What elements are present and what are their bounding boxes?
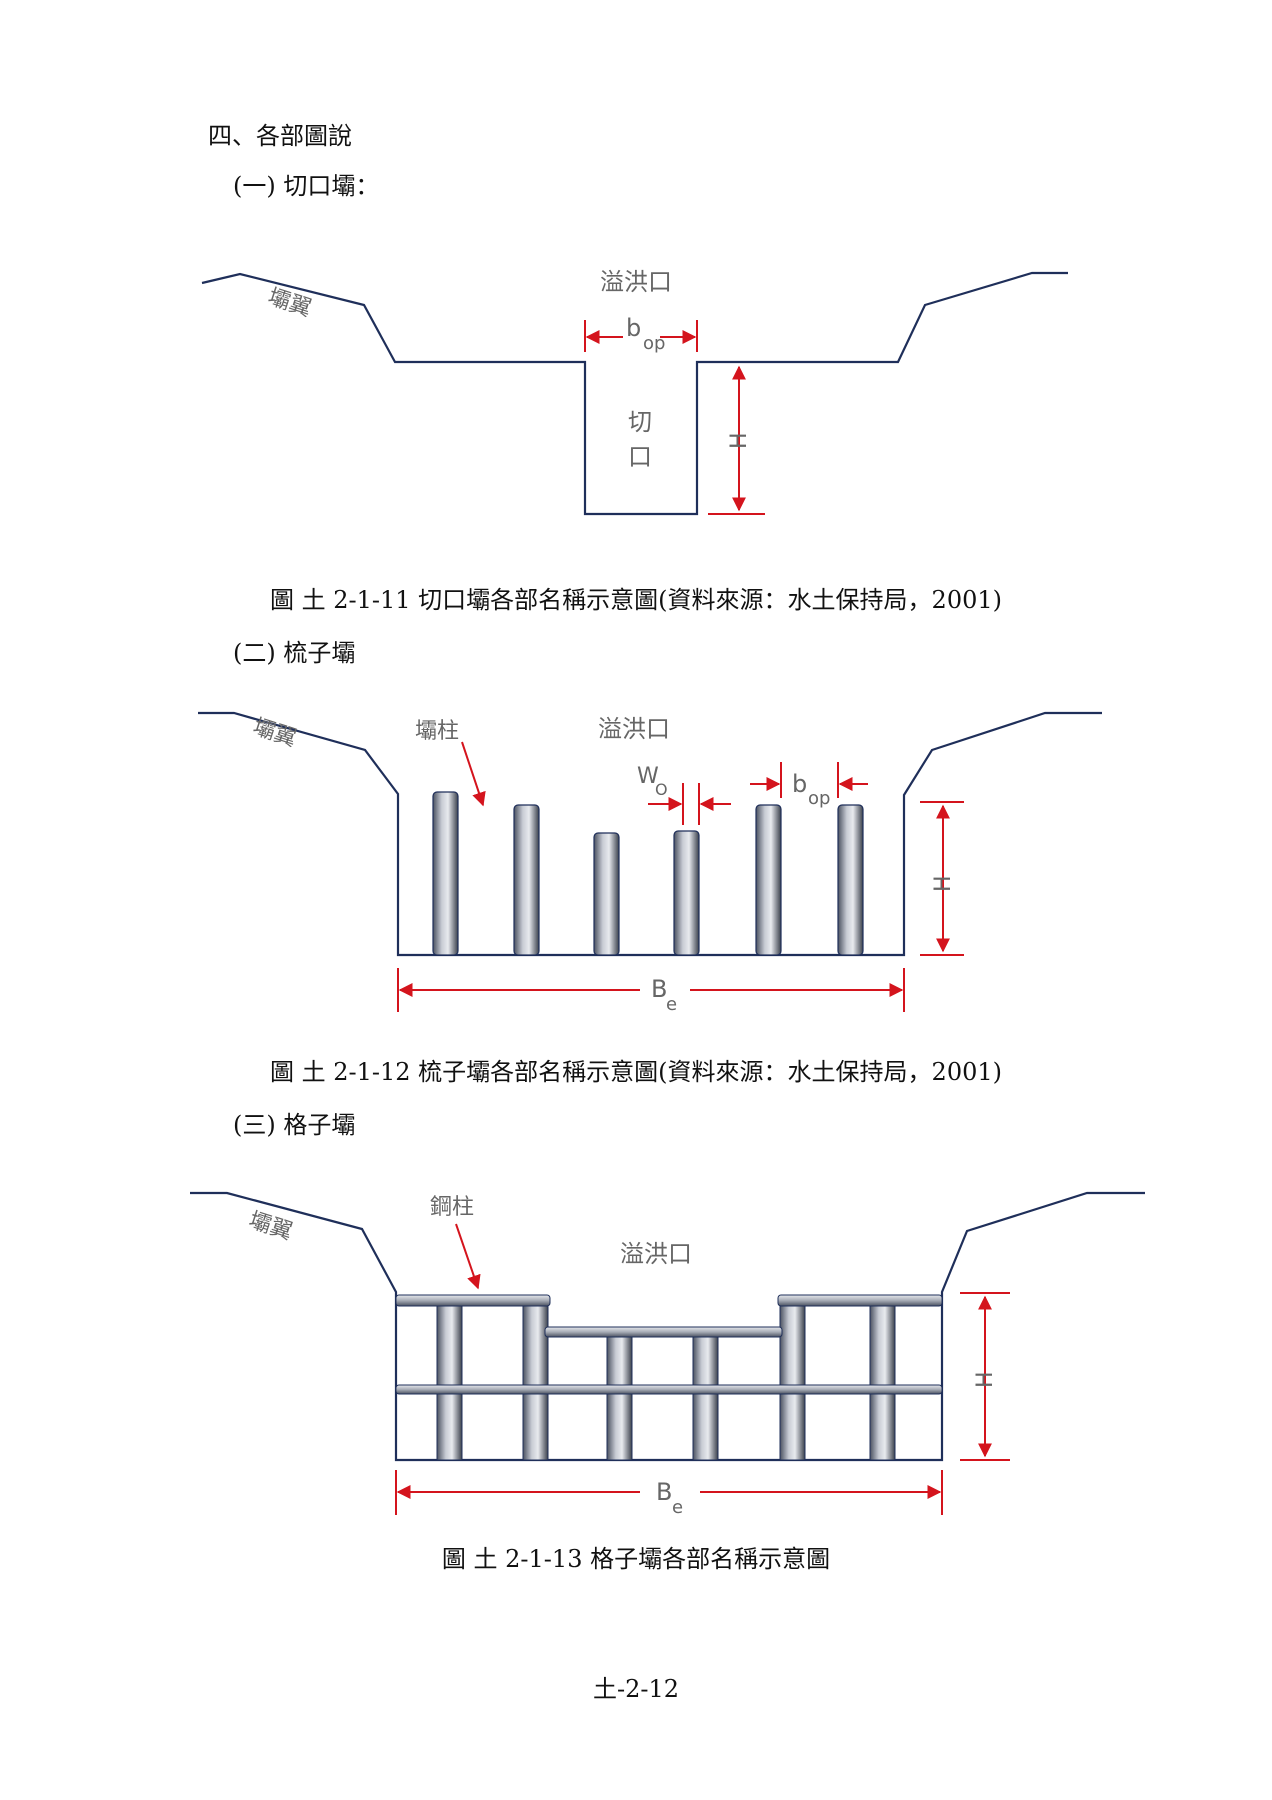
- subsection-heading-notch-dam: (一) 切口壩：: [233, 172, 380, 200]
- svg-text:O: O: [655, 780, 668, 799]
- notch-label-1: 切: [628, 408, 652, 436]
- svg-text:op: op: [808, 788, 830, 809]
- steel-column: [606, 1333, 633, 1461]
- be-label: B: [656, 1478, 672, 1506]
- notch-label-2: 口: [628, 443, 652, 471]
- pillars: [432, 791, 864, 956]
- wo-label: W: [637, 764, 659, 789]
- be-label: B: [651, 975, 667, 1003]
- subsection-heading-comb-dam: (二) 梳子壩: [233, 639, 356, 667]
- svg-text:e: e: [666, 994, 677, 1015]
- grid-beams: [395, 1294, 943, 1395]
- steel-column: [692, 1333, 719, 1461]
- spillway-label: 溢洪口: [620, 1240, 692, 1268]
- notch-dam-diagram: 壩翼 溢洪口 b op 切 口 H: [201, 268, 1068, 516]
- svg-text:op: op: [643, 333, 665, 354]
- dam-outline: [201, 271, 1068, 516]
- pillar: [755, 804, 782, 956]
- grid-columns: [436, 1301, 896, 1461]
- section-heading: 四、各部圖說: [208, 122, 352, 150]
- figure-caption-2: 圖 土 2-1-12 梳子壩各部名稱示意圖(資料來源：水土保持局，2001): [270, 1058, 1002, 1086]
- figure-caption-1: 圖 土 2-1-11 切口壩各部名稱示意圖(資料來源：水土保持局，2001): [270, 586, 1002, 614]
- pillar: [837, 804, 864, 956]
- steel-pillar-label: 鋼柱: [430, 1195, 474, 1220]
- height-label: H: [727, 432, 752, 449]
- steel-beam: [777, 1294, 943, 1307]
- pillar-label: 壩柱: [415, 719, 459, 744]
- spillway-label: 溢洪口: [598, 715, 670, 743]
- pillar-pointer: [461, 741, 486, 807]
- page-number: 土-2-12: [592, 1675, 680, 1703]
- steel-beam: [395, 1294, 551, 1307]
- bop-label: b: [626, 314, 641, 342]
- pillar: [593, 832, 620, 956]
- height-label: H: [973, 1371, 998, 1388]
- pillar: [513, 804, 540, 956]
- steel-pillar-pointer: [455, 1223, 481, 1290]
- height-label: H: [931, 875, 956, 892]
- dam-outline: [198, 711, 1102, 957]
- dam-wing-label: 壩翼: [250, 715, 300, 752]
- comb-dam-diagram: 壩翼 壩柱 溢洪口 W O b op H B e: [198, 711, 1102, 1015]
- steel-beam: [395, 1384, 943, 1395]
- steel-column: [869, 1301, 896, 1461]
- pillar: [432, 791, 459, 956]
- svg-text:e: e: [672, 1497, 683, 1518]
- dam-wing-label: 壩翼: [246, 1208, 296, 1245]
- dam-outline: [190, 1191, 1145, 1462]
- bop-label: b: [792, 770, 807, 798]
- pillar: [673, 830, 700, 956]
- spillway-label: 溢洪口: [600, 268, 672, 296]
- steel-column: [522, 1301, 549, 1461]
- grid-dam-diagram: 壩翼 鋼柱 溢洪口 H B e: [190, 1191, 1145, 1518]
- steel-column: [436, 1301, 463, 1461]
- subsection-heading-grid-dam: (三) 格子壩: [233, 1111, 356, 1139]
- figure-caption-3: 圖 土 2-1-13 格子壩各部名稱示意圖: [441, 1545, 831, 1573]
- steel-beam: [544, 1326, 783, 1338]
- steel-column: [779, 1301, 806, 1461]
